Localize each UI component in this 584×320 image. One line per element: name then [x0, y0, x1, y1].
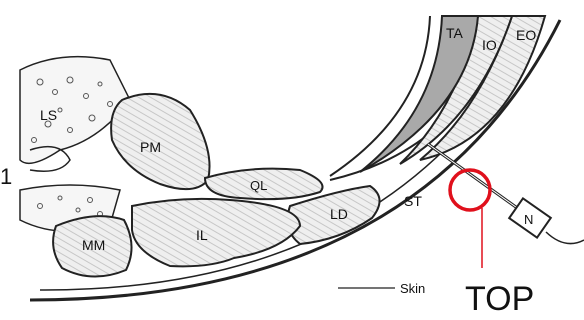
- catheter-tube: [546, 232, 584, 244]
- label-ta: TA: [446, 25, 464, 41]
- label-il: IL: [196, 227, 208, 243]
- label-st: ST: [404, 193, 422, 209]
- target-circle: [450, 170, 490, 210]
- label-pm: PM: [140, 139, 161, 155]
- label-ld: LD: [330, 206, 348, 222]
- label-ql: QL: [250, 178, 267, 193]
- il-muscle: [132, 199, 300, 266]
- label-top: TOP: [465, 280, 534, 318]
- label-io: IO: [482, 37, 497, 53]
- label-n: N: [524, 212, 533, 227]
- label-one: 1: [0, 164, 12, 189]
- label-eo: EO: [516, 27, 536, 43]
- label-ls: LS: [40, 107, 57, 123]
- label-skin: Skin: [400, 281, 425, 296]
- label-mm: MM: [82, 237, 105, 253]
